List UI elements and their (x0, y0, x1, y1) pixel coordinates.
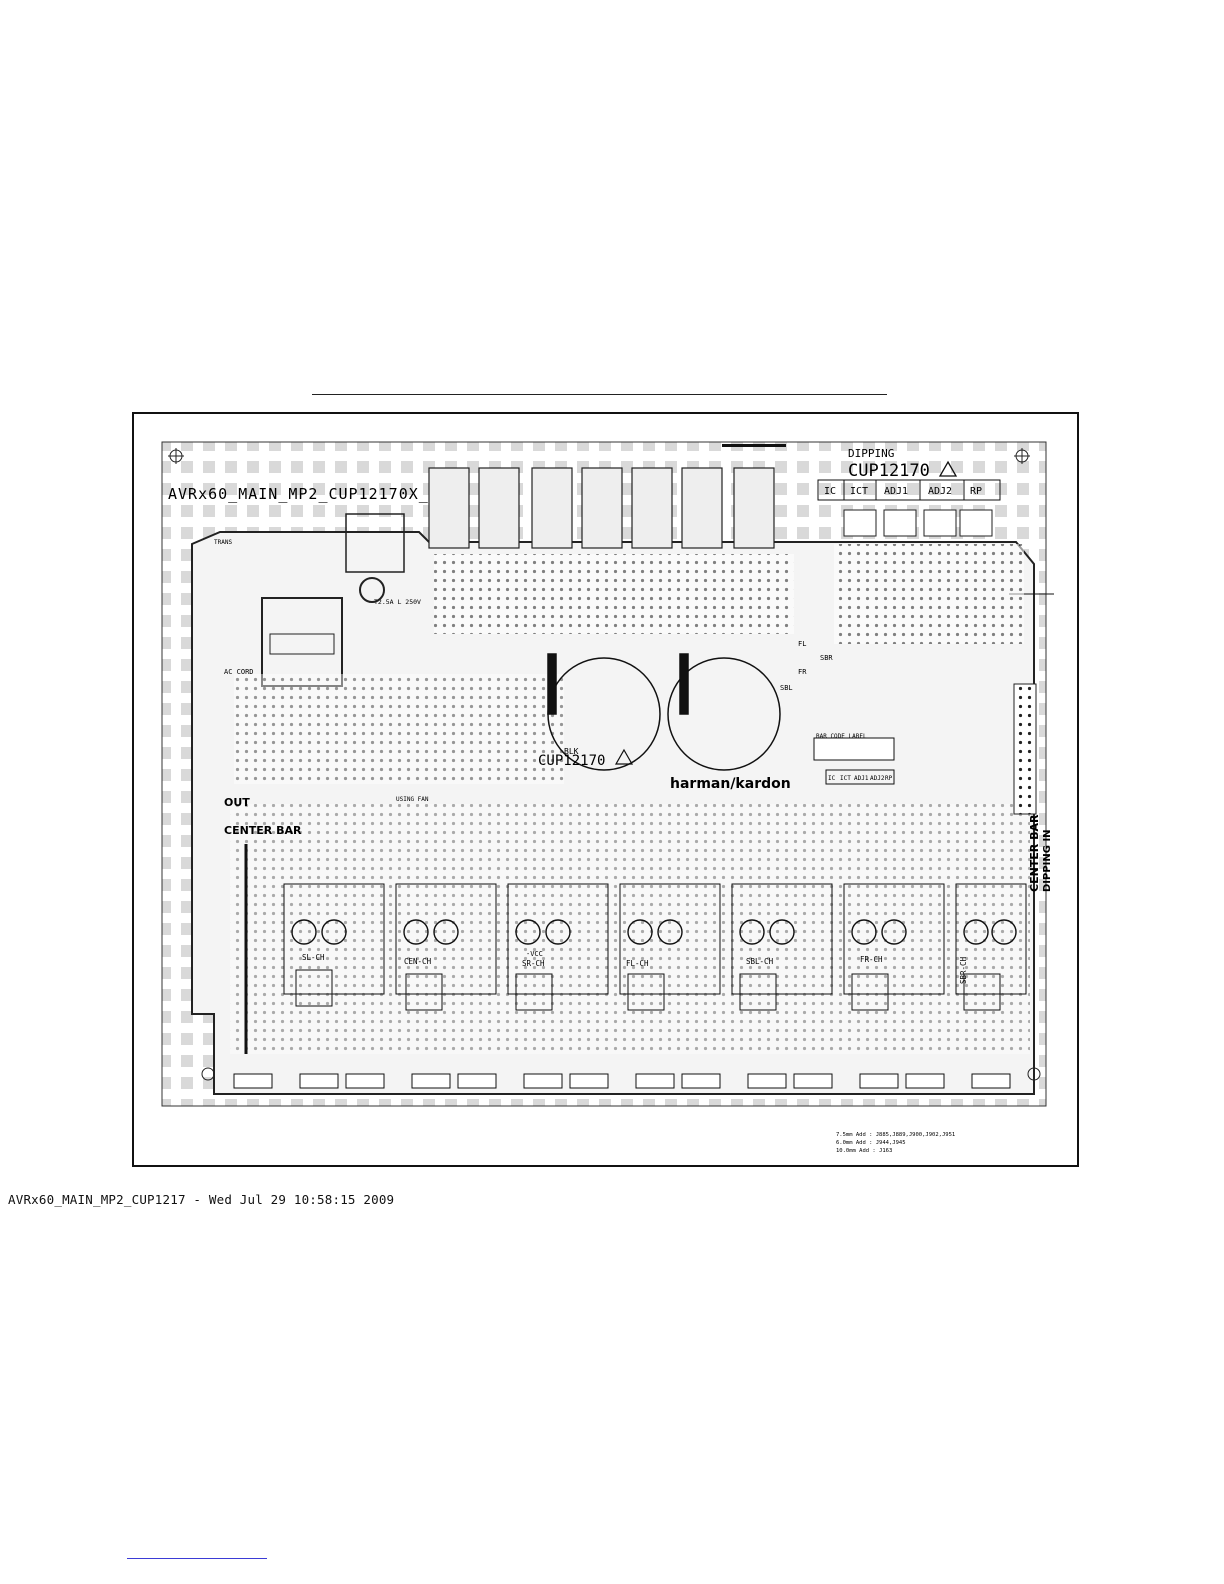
approval-box-label: RP (970, 486, 982, 497)
approval-boxes: IC ICT ADJ1 ADJ2 RP (817, 479, 1001, 501)
dipping-label: DIPPING (848, 447, 894, 460)
channel-labels: SL-CH CEN-CH SR-CH FL-CH SBL-CH FR-CH SB… (302, 953, 968, 984)
svg-text:SBR: SBR (820, 654, 833, 662)
relay-icon (359, 577, 385, 603)
header-bar (722, 444, 786, 447)
channel-label: SR-CH (522, 959, 545, 968)
approval-box-label: ICT (850, 486, 868, 497)
dipping-in-label: DIPPING IN (1042, 829, 1053, 892)
small-approval-boxes: IC ICT ADJ1 ADJ2 RP (825, 769, 895, 785)
svg-text:ADJ2: ADJ2 (870, 775, 885, 782)
fuse-text: T2.5A L 250V (374, 598, 421, 606)
svg-text:ADJ1: ADJ1 (854, 775, 869, 782)
trace-region (234, 674, 564, 784)
channel-label: SBL-CH (746, 957, 774, 966)
center-part-number: CUP12170 (538, 753, 605, 769)
brand-logo: harman/kardon (670, 776, 791, 792)
fiducial-marks (168, 448, 1041, 1081)
output-transistors (233, 1073, 1011, 1089)
note: 6.0mm Add : J944,J945 (836, 1140, 906, 1146)
header-rule (312, 394, 887, 395)
channel-heatsink-caps (291, 919, 1017, 945)
note: 10.0mm Add : J163 (836, 1148, 892, 1154)
svg-text:IC: IC (828, 775, 836, 782)
channel-label: CEN-CH (404, 957, 432, 966)
top-connectors (428, 467, 775, 549)
warning-icon (938, 460, 958, 477)
filter-capacitors (547, 653, 781, 771)
channel-label: FL-CH (626, 959, 649, 968)
center-bar-label-right: CENTER BAR (1028, 814, 1041, 892)
assembly-notes: 7.5mm Add : J885,J889,J900,J902,J951 6.0… (836, 1132, 955, 1154)
approval-box-label: ADJ1 (884, 486, 908, 497)
note: 7.5mm Add : J885,J889,J900,J902,J951 (836, 1132, 955, 1138)
pcb-layout-frame: AVRx60_MAIN_MP2_CUP12170X_A DIPPING CUP1… (132, 412, 1079, 1167)
capacitor-labels: FL FR SBR SBL (780, 640, 833, 692)
center-bar-label-left: CENTER BAR (224, 824, 302, 837)
rca-jacks (843, 509, 993, 537)
channel-label: SBR-CH (959, 956, 968, 984)
channel-blocks (283, 883, 1027, 995)
fuse-block (269, 633, 335, 655)
ac-cord-label: AC CORD (224, 668, 254, 676)
trans-label: TRANS (214, 539, 232, 546)
using-fan-label: USING FAN (396, 796, 429, 803)
trace-region (834, 544, 1024, 644)
footer-caption: AVRx60_MAIN_MP2_CUP1217 - Wed Jul 29 10:… (8, 1192, 395, 1207)
blk-label: BLK (564, 747, 579, 756)
minus-vcc-label: -VCC (526, 950, 543, 958)
trace-region (230, 804, 1030, 1054)
out-label: OUT (224, 796, 250, 809)
svg-text:FL: FL (798, 640, 806, 648)
ac-inlet (345, 513, 405, 573)
svg-text:ICT: ICT (840, 775, 851, 782)
output-coils (295, 969, 1001, 1011)
ribbon-connector (1013, 683, 1037, 815)
channel-label: SL-CH (302, 953, 325, 962)
pcb-layout-drawing: AVRx60_MAIN_MP2_CUP12170X_A DIPPING CUP1… (161, 441, 1054, 1154)
svg-text:FR: FR (798, 668, 807, 676)
warning-icon (614, 748, 634, 765)
approval-box-label: ADJ2 (928, 486, 952, 497)
trace-region (434, 554, 794, 634)
channel-label: FR-CH (860, 955, 883, 964)
barcode-label: BAR CODE LABEL (816, 733, 867, 740)
part-number: CUP12170 (848, 461, 930, 481)
approval-box-label: IC (824, 486, 836, 497)
footer-link-rule (127, 1558, 267, 1559)
svg-text:RP: RP (885, 775, 893, 782)
board-title: AVRx60_MAIN_MP2_CUP12170X_A (168, 485, 439, 503)
barcode-box (813, 737, 895, 761)
svg-text:SBL: SBL (780, 684, 793, 692)
